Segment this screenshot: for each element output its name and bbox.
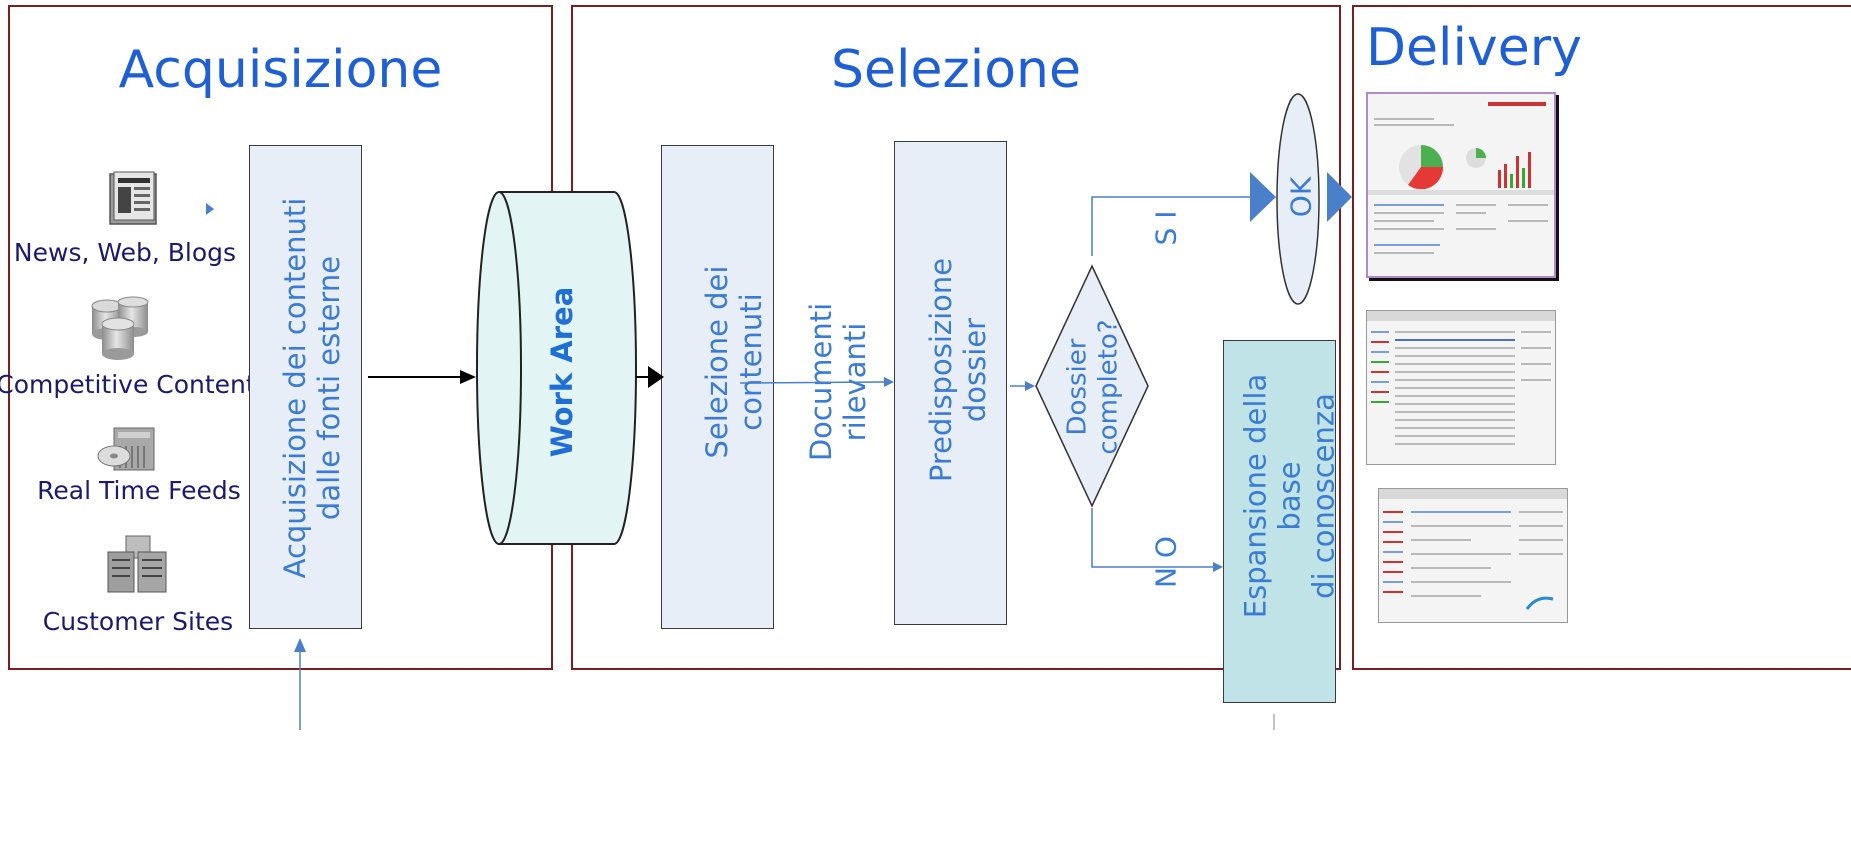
feed-disk-icon (97, 427, 155, 471)
acquisizione-box (249, 145, 362, 629)
database-icon (91, 296, 149, 360)
selezione-title: Selezione (831, 40, 1081, 100)
predisposizione-box (894, 141, 1007, 625)
newspaper-icon (109, 171, 157, 225)
delivery-screenshot-dashboard (1366, 92, 1556, 278)
decision-label: Dossier completo? (1062, 319, 1123, 455)
decision-diamond (1035, 264, 1149, 508)
acquisizione-title: Acquisizione (118, 40, 443, 100)
delivery-screenshot-list (1366, 310, 1556, 465)
source-label-customer: Customer Sites (42, 607, 234, 636)
ok-oval (1276, 93, 1320, 305)
selezione-box (661, 145, 774, 629)
yes-branch-label: S I (1149, 210, 1183, 246)
small-arrow-icon (206, 203, 214, 215)
arrow-no-branch (1091, 508, 1213, 568)
work-area-cylinder (476, 191, 637, 545)
arrow-yes-branch (1091, 196, 1250, 256)
source-label-news: News, Web, Blogs (13, 238, 237, 267)
work-area-label: Work Area (544, 286, 579, 458)
arrow-ok-to-delivery (1327, 172, 1352, 222)
source-label-realtime: Real Time Feeds (37, 476, 241, 505)
ok-label: OK (1284, 176, 1318, 218)
source-label-competitive: Competitive Content (0, 370, 256, 399)
espansione-box (1223, 340, 1336, 703)
delivery-panel (1352, 5, 1851, 670)
delivery-title: Delivery (1366, 18, 1582, 78)
delivery-screenshot-form (1378, 488, 1568, 623)
no-branch-label: N O (1149, 536, 1183, 588)
arrow-sel-to-pred (739, 381, 885, 384)
server-rack-icon (107, 535, 167, 593)
